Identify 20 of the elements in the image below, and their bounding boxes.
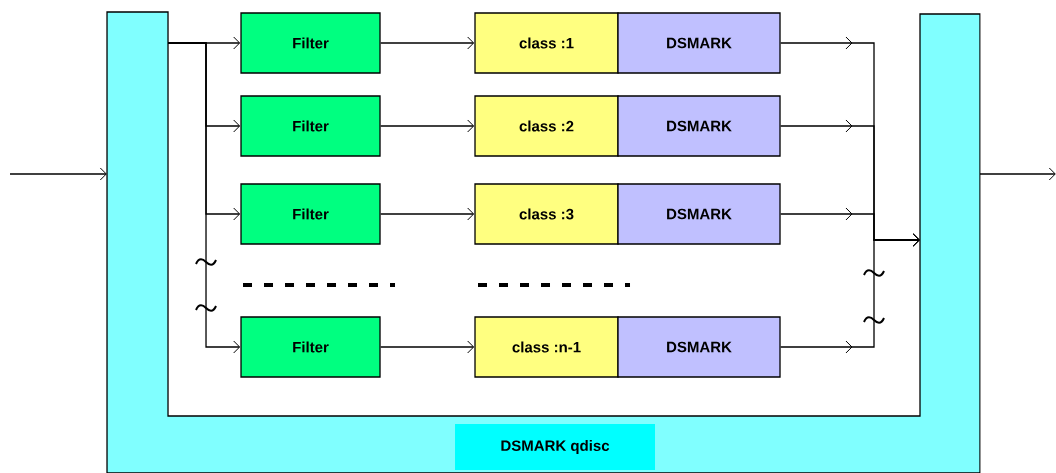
filter-box: Filter (240, 183, 381, 245)
arrow (9, 167, 107, 181)
arrow (167, 42, 241, 354)
arrow (380, 340, 475, 354)
class-box: class :3 (474, 183, 619, 245)
arrow (380, 36, 475, 50)
arrow (780, 233, 920, 354)
class-box: class :1 (474, 12, 619, 74)
arrow (380, 207, 475, 221)
filter-box: Filter (240, 95, 381, 157)
arrow (380, 119, 475, 133)
class-box: class :n-1 (474, 316, 619, 378)
dsmark-box: DSMARK (617, 316, 781, 378)
dsmark-box: DSMARK (617, 12, 781, 74)
filter-box: Filter (240, 316, 381, 378)
class-box: class :2 (474, 95, 619, 157)
arrow (979, 167, 1056, 181)
filter-box: Filter (240, 12, 381, 74)
dsmark-box: DSMARK (617, 183, 781, 245)
dsmark-box: DSMARK (617, 95, 781, 157)
